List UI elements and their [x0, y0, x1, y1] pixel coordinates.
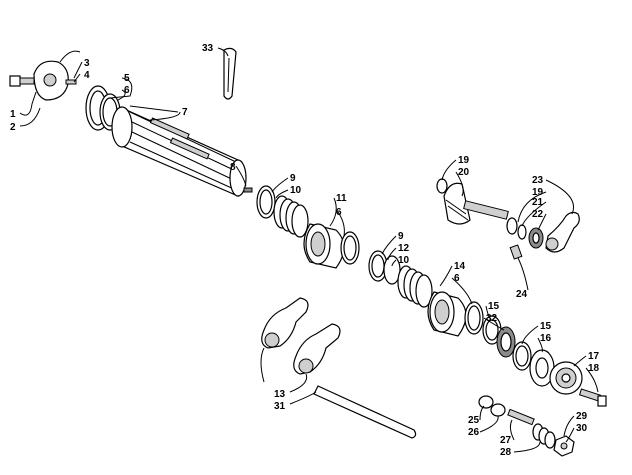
part-fork-13a: [261, 297, 309, 349]
callout-25: 25: [468, 415, 480, 426]
callout-labels: 1 2 3 4 5 6 7 8 6 9 10 11 9 10 12 14 6 1…: [10, 43, 600, 458]
callout-7: 7: [182, 107, 188, 118]
callout-29: 29: [576, 411, 588, 422]
callout-12: 12: [398, 243, 410, 254]
part-bolt-1: [9, 75, 35, 87]
part-drum-7: [111, 106, 253, 197]
callout-24: 24: [516, 289, 528, 300]
callout-32: 32: [486, 313, 498, 324]
callout-13: 13: [274, 389, 286, 400]
part-nut-29-30: [553, 435, 575, 457]
callout-2: 2: [10, 122, 16, 133]
part-bearing-22: [528, 227, 544, 249]
callout-18: 18: [588, 363, 600, 374]
callout-16: 16: [540, 333, 552, 344]
callout-10: 10: [290, 185, 302, 196]
part-spring-11: [273, 195, 309, 238]
callout-4: 4: [84, 70, 90, 81]
part-fork-13b: [293, 323, 341, 375]
part-rings-9-12: [368, 250, 401, 285]
leader-lines: [19, 47, 599, 453]
callout-21: 21: [532, 197, 544, 208]
callout-8: 8: [230, 162, 236, 173]
callout-19: 19: [458, 155, 470, 166]
callout-20: 20: [458, 167, 470, 178]
callout-9-b: 9: [398, 231, 404, 242]
callout-6-c: 6: [454, 273, 460, 284]
part-spring-28: [532, 423, 556, 449]
part-stud-27: [507, 408, 535, 426]
part-ring-6b: [340, 231, 360, 265]
part-shaft-20: [443, 182, 509, 225]
part-bolt-24: [509, 244, 523, 260]
part-ring-19a: [436, 178, 448, 194]
part-ring-6c: [464, 301, 484, 335]
part-collar-11: [303, 223, 345, 269]
part-rings-9-10: [256, 185, 276, 219]
callout-31: 31: [274, 401, 286, 412]
callout-15: 15: [488, 301, 500, 312]
callout-5: 5: [124, 73, 130, 84]
callout-27: 27: [500, 435, 512, 446]
callout-19-b: 19: [532, 187, 544, 198]
callout-10-b: 10: [398, 255, 410, 266]
part-arm-23: [545, 211, 580, 253]
part-washers-25-26: [478, 395, 506, 417]
part-bracket-2: [33, 50, 81, 101]
part-gear-17: [549, 361, 583, 395]
part-washer-32: [496, 326, 516, 358]
part-collar-14: [427, 291, 467, 337]
callout-17: 17: [588, 351, 600, 362]
callout-3: 3: [84, 58, 90, 69]
part-ring-21: [506, 217, 518, 235]
part-clip-33: [223, 47, 237, 100]
part-shaft-31: [313, 385, 417, 439]
callout-11: 11: [336, 193, 347, 204]
part-pin-3-4: [65, 79, 77, 85]
callout-28: 28: [500, 447, 512, 458]
callout-33: 33: [202, 43, 214, 54]
callout-23: 23: [532, 175, 544, 186]
callout-6: 6: [124, 85, 130, 96]
callout-14: 14: [454, 261, 466, 272]
part-spring-14: [397, 265, 433, 308]
callout-26: 26: [468, 427, 480, 438]
callout-22: 22: [532, 209, 544, 220]
part-ring-19b: [517, 224, 527, 240]
part-rings-5-6: [85, 85, 121, 131]
callout-15-b: 15: [540, 321, 552, 332]
callout-1: 1: [10, 109, 16, 120]
callout-6-b: 6: [336, 207, 342, 218]
callout-30: 30: [576, 423, 588, 434]
part-bolt-18: [578, 388, 607, 407]
part-ring-15b: [512, 341, 532, 371]
callout-9: 9: [290, 173, 296, 184]
